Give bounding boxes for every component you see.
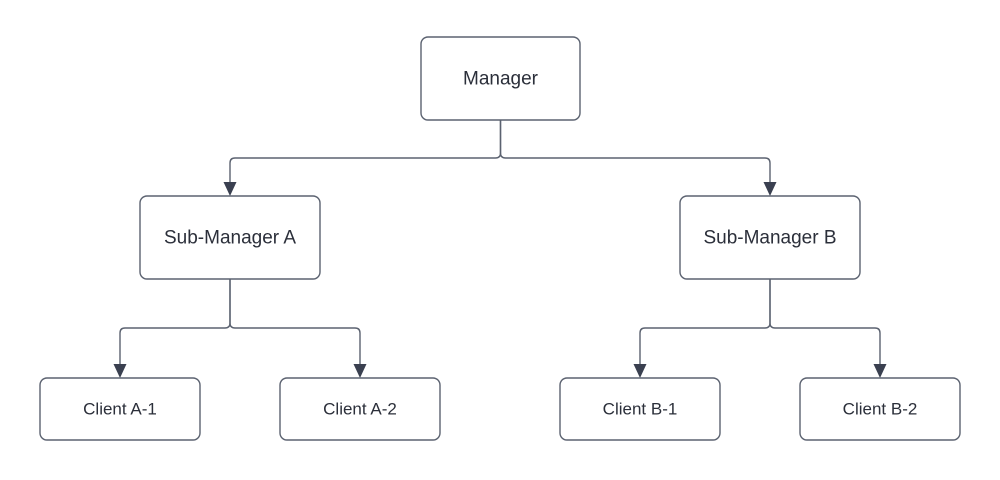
arrow-head-icon: [353, 364, 367, 378]
arrow-head-icon: [763, 182, 777, 196]
node-label-client-b-2: Client B-2: [843, 399, 918, 418]
node-label-manager: Manager: [463, 69, 539, 90]
node-sub-manager-a[interactable]: Sub-Manager A: [139, 195, 321, 280]
node-manager[interactable]: Manager: [420, 36, 581, 121]
connector-sub-manager-b-to-client-b-1: [633, 279, 771, 378]
node-sub-manager-b[interactable]: Sub-Manager B: [679, 195, 861, 280]
connector-line: [229, 279, 361, 365]
node-box-sub-manager-b[interactable]: [679, 195, 861, 280]
connector-sub-manager-b-to-client-b-2: [769, 279, 887, 378]
arrow-head-icon: [873, 364, 887, 378]
arrow-head-icon: [633, 364, 647, 378]
connector-sub-manager-a-to-client-a-1: [113, 279, 231, 378]
node-box-sub-manager-a[interactable]: [139, 195, 321, 280]
node-client-a-2[interactable]: Client A-2: [279, 377, 441, 441]
arrow-head-icon: [223, 182, 237, 196]
connector-line: [499, 120, 771, 183]
node-label-sub-manager-b: Sub-Manager B: [703, 228, 836, 249]
node-label-client-a-2: Client A-2: [323, 399, 397, 418]
arrow-head-icon: [113, 364, 127, 378]
node-client-b-1[interactable]: Client B-1: [559, 377, 721, 441]
node-label-client-a-1: Client A-1: [83, 399, 157, 418]
node-client-a-1[interactable]: Client A-1: [39, 377, 201, 441]
node-box-client-b-1[interactable]: [559, 377, 721, 441]
connector-manager-to-sub-manager-a: [223, 120, 502, 196]
node-label-client-b-1: Client B-1: [603, 399, 678, 418]
node-box-client-b-2[interactable]: [799, 377, 961, 441]
connector-manager-to-sub-manager-b: [499, 120, 777, 196]
node-box-client-a-1[interactable]: [39, 377, 201, 441]
connector-line: [119, 279, 231, 365]
connector-layer: [113, 120, 887, 378]
connector-line: [229, 120, 502, 183]
node-box-client-a-2[interactable]: [279, 377, 441, 441]
node-box-manager[interactable]: [420, 36, 581, 121]
node-label-sub-manager-a: Sub-Manager A: [164, 228, 296, 249]
connector-line: [769, 279, 881, 365]
connector-line: [639, 279, 771, 365]
node-client-b-2[interactable]: Client B-2: [799, 377, 961, 441]
connector-sub-manager-a-to-client-a-2: [229, 279, 367, 378]
